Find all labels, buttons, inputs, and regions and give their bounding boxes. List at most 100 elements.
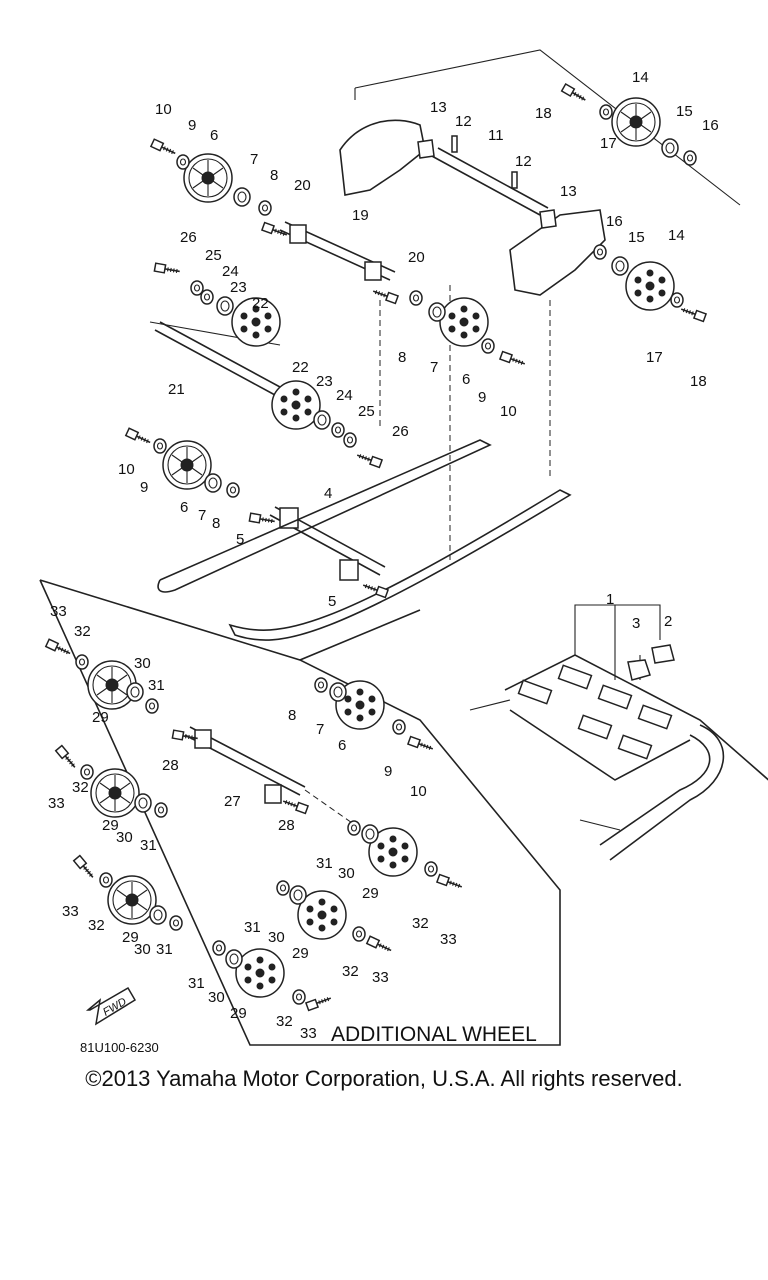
wheel-14 <box>625 261 675 311</box>
wheel-29 <box>235 948 285 998</box>
callout-30: 30 <box>116 829 133 846</box>
callout-26: 26 <box>392 423 409 440</box>
callout-29: 29 <box>92 709 109 726</box>
callout-15: 15 <box>676 103 693 120</box>
callout-29: 29 <box>230 1005 247 1022</box>
bearing <box>661 138 679 158</box>
callout-24: 24 <box>222 263 239 280</box>
callout-10: 10 <box>500 403 517 420</box>
callout-17: 17 <box>646 349 663 366</box>
callout-15: 15 <box>628 229 645 246</box>
callout-33: 33 <box>372 969 389 986</box>
wheel-6 <box>183 153 233 203</box>
additional-wheel-frame <box>39 579 561 1046</box>
bolt <box>436 873 464 892</box>
axle-19-bracket <box>364 261 382 281</box>
bearing <box>204 473 222 493</box>
washer <box>153 438 167 454</box>
clip-2 <box>651 644 675 664</box>
axle-19-bracket <box>289 224 307 244</box>
callout-31: 31 <box>156 941 173 958</box>
washer <box>190 280 204 296</box>
leader-line <box>354 49 741 206</box>
washer <box>212 940 226 956</box>
bolt <box>124 427 153 447</box>
callout-18: 18 <box>690 373 707 390</box>
callout-31: 31 <box>148 677 165 694</box>
washer <box>154 802 168 818</box>
washer <box>392 719 406 735</box>
washer <box>599 104 613 120</box>
washer <box>276 880 290 896</box>
callout-19: 19 <box>352 207 369 224</box>
callout-10: 10 <box>118 461 135 478</box>
washer <box>169 915 183 931</box>
diagram-code: 81U100-6230 <box>80 1040 159 1055</box>
fwd-arrow: FWD <box>85 986 137 1026</box>
callout-9: 9 <box>140 479 148 496</box>
bearing <box>289 885 307 905</box>
bolt <box>153 262 182 277</box>
callout-2: 2 <box>664 613 672 630</box>
callout-30: 30 <box>338 865 355 882</box>
suspension-bracket-left <box>339 119 426 196</box>
callout-9: 9 <box>478 389 486 406</box>
callout-7: 7 <box>430 359 438 376</box>
bolt <box>305 993 333 1012</box>
washer <box>99 872 113 888</box>
callout-24: 24 <box>336 387 353 404</box>
callout-31: 31 <box>244 919 261 936</box>
bearing <box>126 682 144 702</box>
diagram-caption: ADDITIONAL WHEEL <box>331 1023 537 1046</box>
washer <box>75 654 89 670</box>
bolt <box>371 286 399 305</box>
callout-32: 32 <box>74 623 91 640</box>
bolt <box>407 735 435 754</box>
washer <box>481 338 495 354</box>
callout-31: 31 <box>188 975 205 992</box>
pin-12 <box>451 135 458 153</box>
bearing <box>225 949 243 969</box>
callout-3: 3 <box>632 615 640 632</box>
callout-25: 25 <box>358 403 375 420</box>
axle-4-bracket <box>339 559 359 581</box>
callout-20: 20 <box>408 249 425 266</box>
shaft-11 <box>429 147 549 216</box>
washer <box>176 154 190 170</box>
bearing <box>233 187 251 207</box>
callout-16: 16 <box>702 117 719 134</box>
callout-7: 7 <box>250 151 258 168</box>
callout-6: 6 <box>210 127 218 144</box>
callout-16: 16 <box>606 213 623 230</box>
callout-30: 30 <box>208 989 225 1006</box>
bolt <box>499 350 527 369</box>
callout-22: 22 <box>252 295 269 312</box>
callout-32: 32 <box>276 1013 293 1030</box>
callout-33: 33 <box>440 931 457 948</box>
callout-33: 33 <box>48 795 65 812</box>
callout-33: 33 <box>50 603 67 620</box>
washer <box>258 200 272 216</box>
callout-12: 12 <box>455 113 472 130</box>
callout-10: 10 <box>155 101 172 118</box>
callout-30: 30 <box>268 929 285 946</box>
callout-10: 10 <box>410 783 427 800</box>
callout-32: 32 <box>88 917 105 934</box>
callout-7: 7 <box>316 721 324 738</box>
washer <box>314 677 328 693</box>
shaft-21 <box>154 321 281 396</box>
bearing <box>611 256 629 276</box>
callout-32: 32 <box>72 779 89 796</box>
callout-29: 29 <box>362 885 379 902</box>
callout-9: 9 <box>188 117 196 134</box>
callout-8: 8 <box>288 707 296 724</box>
washer <box>80 764 94 780</box>
copyright-notice: ©2013 Yamaha Motor Corporation, U.S.A. A… <box>85 1066 683 1091</box>
bolt <box>355 450 383 469</box>
wheel-29 <box>87 660 137 710</box>
callout-4: 4 <box>324 485 332 502</box>
suspension-bracket-right <box>509 209 606 296</box>
callout-11: 11 <box>488 127 504 144</box>
callout-22: 22 <box>292 359 309 376</box>
washer <box>200 289 214 305</box>
